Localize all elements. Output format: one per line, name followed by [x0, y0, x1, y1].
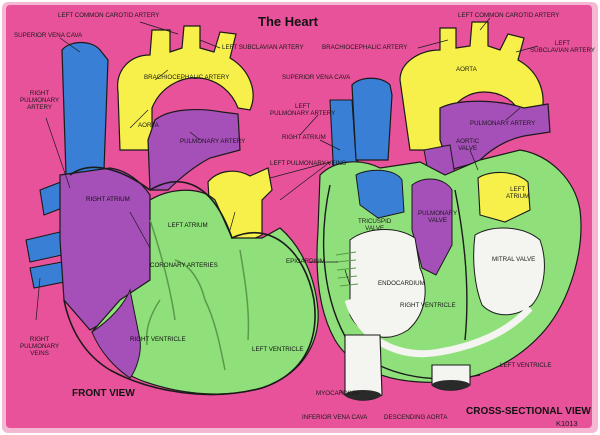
label-cross-mitral-valve: MITRAL VALVE: [492, 256, 536, 263]
label-cross-left-common-carotid-artery: LEFT COMMON CAROTID ARTERY: [458, 12, 560, 19]
label-cross-right-ventricle: RIGHT VENTRICLE: [400, 302, 456, 309]
cross-superior-vena-cava[interactable]: [351, 77, 393, 161]
label-front-left-common-carotid-artery: LEFT COMMON CAROTID ARTERY: [58, 12, 160, 19]
cross-pulmonary-valve-region[interactable]: [411, 178, 453, 276]
cross-section-caption: CROSS-SECTIONAL VIEW: [466, 406, 591, 417]
cross-epicardium-hatching: [335, 251, 359, 287]
label-front-right-pulmonary-veins: RIGHT PULMONARY VEINS: [20, 336, 60, 357]
product-code: K1013: [556, 419, 578, 428]
front-pulmonary-artery[interactable]: [147, 109, 241, 191]
label-front-right-atrium: RIGHT ATRIUM: [86, 196, 130, 203]
label-front-superior-vena-cava: SUPERIOR VENA CAVA: [14, 32, 83, 39]
label-cross-left-atrium: LEFT ATRIUM: [506, 186, 530, 200]
label-cross-left-subclavian-artery: LEFT SUBCLAVIAN ARTERY: [530, 40, 595, 54]
cross-inferior-vena-cava-opening: [345, 390, 381, 400]
label-cross-left-ventricle: LEFT VENTRICLE: [500, 362, 552, 369]
label-center-left-pulmonary-veins: LEFT PULMONARY VEINS: [270, 160, 346, 167]
cross-endocardium-lining: [344, 298, 533, 358]
label-cross-pulmonary-valve: PULMONARY VALVE: [418, 210, 458, 224]
front-superior-vena-cava[interactable]: [61, 41, 109, 176]
label-front-left-atrium: LEFT ATRIUM: [168, 222, 208, 229]
label-center-right-atrium: RIGHT ATRIUM: [282, 134, 326, 141]
label-cross-pulmonary-artery: PULMONARY ARTERY: [470, 120, 536, 127]
leader-lines: [35, 17, 539, 396]
label-cross-tricuspid-valve: TRICUSPID VALVE: [358, 218, 392, 232]
label-center-myocardium: MYOCARDIUM: [316, 390, 359, 397]
cross-descending-aorta-opening: [432, 380, 470, 390]
label-center-left-pulmonary-artery: LEFT PULMONARY ARTERY: [270, 103, 336, 117]
label-front-coronary-arteries: CORONARY ARTERIES: [150, 262, 218, 269]
cross-right-atrium-chamber[interactable]: [355, 169, 405, 219]
front-view-caption: FRONT VIEW: [72, 388, 135, 399]
label-front-right-ventricle: RIGHT VENTRICLE: [130, 336, 186, 343]
front-aorta-piece[interactable]: [117, 25, 254, 151]
page-title: The Heart: [258, 14, 318, 29]
front-coronary-arteries: [145, 219, 250, 371]
label-center-descending-aorta: DESCENDING AORTA: [384, 414, 448, 421]
cross-left-atrium[interactable]: [477, 171, 531, 223]
label-center-superior-vena-cava: SUPERIOR VENA CAVA: [282, 74, 351, 81]
front-heart-outline: [63, 166, 316, 396]
label-center-inferior-vena-cava: INFERIOR VENA CAVA: [302, 414, 368, 421]
label-front-brachiocephalic-artery: BRACHIOCEPHALIC ARTERY: [144, 74, 230, 81]
label-front-pulmonary-artery: PULMONARY ARTERY: [180, 138, 246, 145]
label-cross-brachiocephalic-artery: BRACHIOCEPHALIC ARTERY: [322, 44, 408, 51]
label-front-right-pulmonary-artery: RIGHT PULMONARY ARTERY: [20, 90, 60, 111]
label-center-epicardium: EPICARDIUM: [286, 258, 325, 265]
cross-left-ventricle-chamber[interactable]: [473, 227, 545, 316]
label-cross-aortic-valve: AORTIC VALVE: [456, 138, 480, 152]
label-front-left-subclavian-artery: LEFT SUBCLAVIAN ARTERY: [222, 44, 304, 51]
front-right-ventricle-wall[interactable]: [91, 288, 141, 379]
label-front-aorta: AORTA: [138, 122, 159, 129]
label-cross-endocardium: ENDOCARDIUM: [378, 280, 425, 287]
cross-pulmonary-artery[interactable]: [439, 100, 551, 171]
label-front-left-ventricle: LEFT VENTRICLE: [252, 346, 304, 353]
cross-aorta-piece[interactable]: [399, 21, 544, 151]
label-cross-aorta: AORTA: [456, 66, 477, 73]
